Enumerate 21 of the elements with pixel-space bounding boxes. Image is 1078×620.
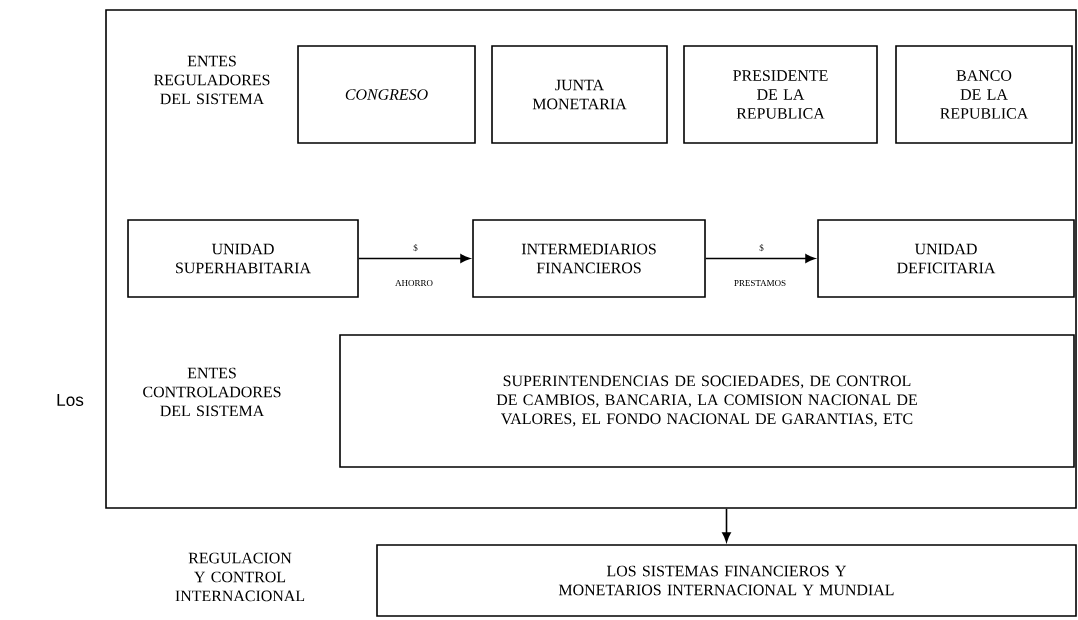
process-box: BANCO DE LA REPUBLICA	[895, 45, 1073, 144]
arrow	[705, 254, 816, 263]
label-text: Los	[57, 394, 84, 406]
label-text: ENTES REGULADORES DEL SISTEMA	[154, 55, 270, 105]
process-box: SUPERINTENDENCIAS DE SOCIEDADES, DE CONTROL DE CAMBIOS, BANCARIA, LA COMISION NACIONAL DE VALORES, EL FONDO NACIONAL DE GARANTIAS, ETC	[339, 334, 1075, 468]
process-box: PRESIDENTE DE LA REPUBLICA	[683, 45, 878, 144]
flow-label: PRESTAMOS	[734, 280, 786, 286]
process-box: UNIDAD SUPERHABITARIA	[127, 219, 359, 298]
process-box: LOS SISTEMAS FINANCIEROS Y MONETARIOS INTERNACIONAL Y MUNDIAL	[376, 544, 1077, 617]
frame-box	[105, 9, 1077, 509]
edge-label: $	[759, 244, 764, 252]
label-text: ENTES CONTROLADORES DEL SISTEMA	[143, 367, 281, 417]
edge-label: $	[413, 244, 418, 252]
process-box: UNIDAD DEFICITARIA	[817, 219, 1075, 298]
process-box: JUNTA MONETARIA	[491, 45, 668, 144]
process-box: INTERMEDIARIOS FINANCIEROS	[472, 219, 706, 298]
process-box: CONGRESO	[297, 45, 476, 144]
label-text: REGULACION Y CONTROL INTERNACIONAL	[175, 552, 305, 602]
flow-label: AHORRO	[395, 280, 433, 286]
arrow	[358, 254, 471, 263]
arrow	[722, 508, 731, 542]
